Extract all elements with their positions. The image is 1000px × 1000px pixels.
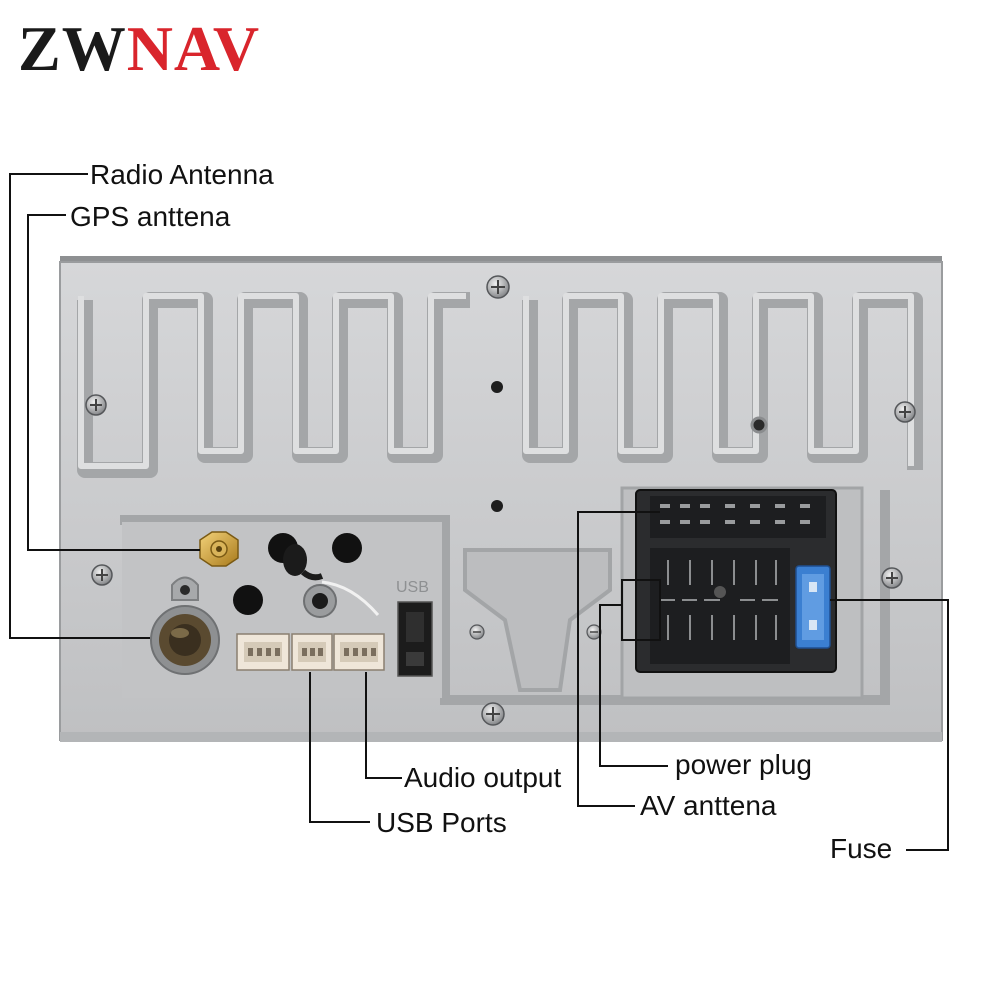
right-serpentine-groove <box>522 292 923 470</box>
leader-power-plug <box>599 579 668 767</box>
gps-antenna-connector <box>199 531 239 567</box>
screw-left-lower <box>91 564 113 586</box>
leader-audio-output <box>365 672 402 779</box>
usb-embossed-label: USB <box>396 579 429 596</box>
leader-usb-ports <box>309 672 370 823</box>
label-av-antenna: AV anttena <box>640 790 777 821</box>
radio-antenna-socket <box>150 576 220 675</box>
port-hole-b <box>332 533 362 563</box>
audio-jack <box>303 580 380 618</box>
leader-av-antenna <box>577 511 660 807</box>
panel-bottom-edge <box>60 732 942 742</box>
screw-right-small <box>586 624 602 640</box>
head-unit-rear-panel: USB <box>59 256 943 742</box>
callout-lines <box>9 173 949 851</box>
panel-hole-3 <box>750 416 768 434</box>
panel-hole-1 <box>491 381 503 393</box>
label-radio-antenna: Radio Antenna <box>90 159 274 190</box>
left-serpentine-groove <box>77 292 470 478</box>
label-fuse: Fuse <box>830 833 892 864</box>
leader-gps-antenna <box>27 214 200 551</box>
center-channel <box>463 548 612 692</box>
white-connector-3 <box>333 633 385 671</box>
label-audio-output: Audio output <box>404 762 561 793</box>
label-power-plug: power plug <box>675 749 812 780</box>
label-gps-antenna: GPS anttena <box>70 201 231 232</box>
usb-port <box>397 601 433 677</box>
panel-top-edge <box>60 256 942 264</box>
screw-bottom <box>481 702 505 726</box>
cable-grommet <box>283 544 324 581</box>
port-hole-c <box>233 585 263 615</box>
blade-fuse <box>795 565 831 649</box>
svg-text:ZWNAV: ZWNAV <box>18 13 260 84</box>
logo-text-dark: ZW <box>18 13 127 84</box>
white-connector-2 <box>291 633 333 671</box>
panel-hole-2 <box>491 500 503 512</box>
screw-left-upper <box>85 394 107 416</box>
screw-center-small <box>469 624 485 640</box>
logo-text-accent: NAV <box>127 13 260 84</box>
main-harness-connector <box>635 489 837 673</box>
screw-top <box>486 275 510 299</box>
leader-radio-antenna <box>9 173 150 639</box>
leader-fuse <box>830 599 949 851</box>
screw-right-lower <box>881 567 903 589</box>
screw-right-upper <box>894 401 916 423</box>
callout-labels: Radio Antenna GPS anttena Audio output U… <box>70 159 892 864</box>
brand-logo: ZWNAV <box>18 13 260 84</box>
white-connector-1 <box>236 633 290 671</box>
label-usb-ports: USB Ports <box>376 807 507 838</box>
lower-recess-frame <box>120 490 890 705</box>
